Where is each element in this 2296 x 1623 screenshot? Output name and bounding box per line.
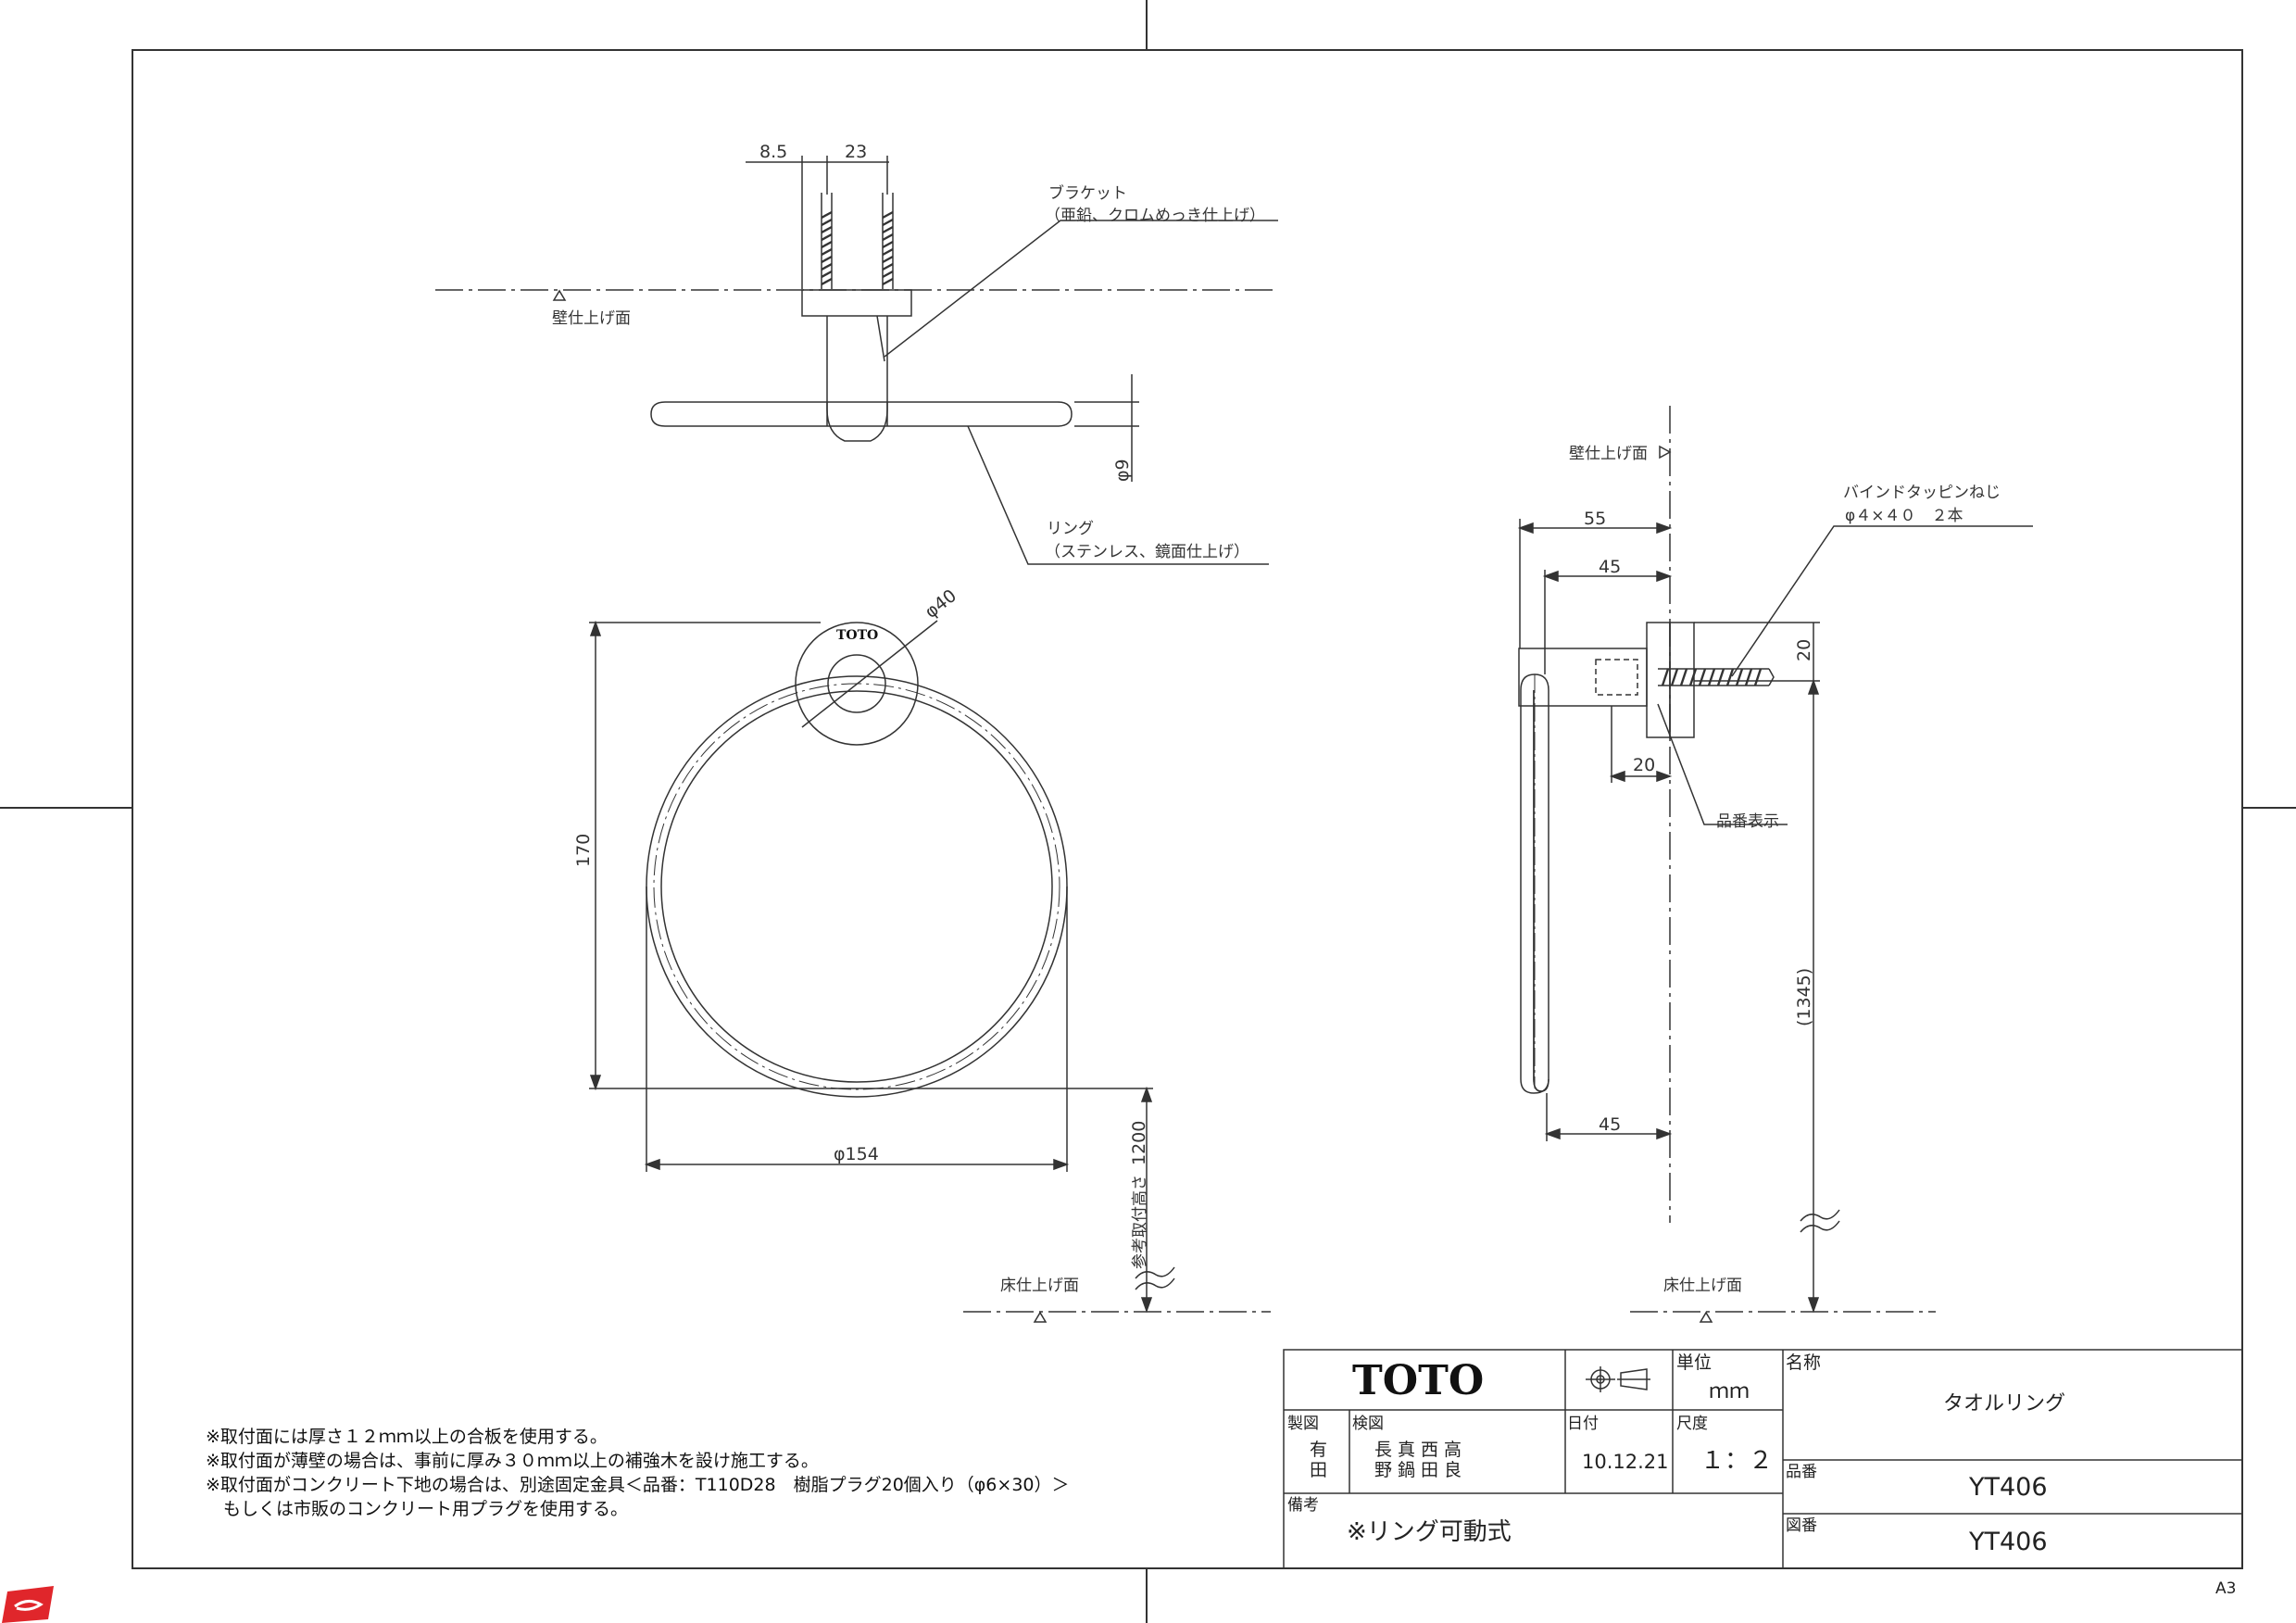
note-2: ※取付面が薄壁の場合は、事前に厚み３０ｍｍ以上の補強木を設け施工する。 [206, 1451, 819, 1471]
side-view [1517, 406, 2033, 1323]
dim-mount-height: 1200 [1129, 1121, 1149, 1165]
ring-material-label: （ステンレス、鏡面仕上げ） [1045, 543, 1249, 561]
note-4: もしくは市販のコンクリート用プラグを使用する。 [206, 1499, 628, 1519]
dim-20-right: 20 [1794, 639, 1814, 661]
bracket-stem [826, 316, 888, 442]
screw-spec: φ４×４０ ２本 [1845, 507, 1963, 525]
dim-1345: (1345) [1794, 968, 1814, 1026]
name-value: タオルリング [1943, 1392, 2065, 1415]
drawn-label: 製図 [1287, 1415, 1319, 1433]
ring-outer [646, 675, 1068, 1098]
flange-outer [795, 622, 919, 746]
flange-logo: TOTO [836, 628, 878, 643]
drawing-no-value: YT406 [1968, 1528, 2048, 1556]
remarks-value: ※リング可動式 [1347, 1518, 1512, 1546]
scale-label: 尺度 [1676, 1415, 1708, 1433]
note-1: ※取付面には厚さ１２ｍｍ以上の合板を使用する。 [206, 1427, 608, 1447]
floor-finish-label-side: 床仕上げ面 [1663, 1277, 1742, 1295]
notes: ※取付面には厚さ１２ｍｍ以上の合板を使用する。 ※取付面が薄壁の場合は、事前に厚… [206, 1427, 1070, 1519]
checked-by-2: 野鍋田良 [1374, 1460, 1467, 1480]
bracket-plate [801, 289, 912, 317]
date-label: 日付 [1567, 1415, 1599, 1433]
drawing-no-label: 図番 [1786, 1516, 1817, 1535]
unit-label: 単位 [1676, 1352, 1712, 1373]
checked-label: 検図 [1352, 1415, 1384, 1433]
flange-inner [827, 654, 886, 713]
dim-height-170: 170 [573, 834, 594, 867]
scale-value: １：２ [1700, 1447, 1773, 1475]
drawn-by-1: 有 [1310, 1440, 1327, 1460]
projection-symbol-icon [1586, 1366, 1650, 1392]
toto-logo: TOTO [1352, 1357, 1484, 1404]
screw-label: バインドタッピンねじ [1843, 484, 2001, 502]
bracket-label: ブラケット [1048, 183, 1127, 203]
dim-20-bottom: 20 [1633, 755, 1655, 775]
sheet-size: A3 [2215, 1579, 2236, 1598]
title-block [1283, 1349, 2243, 1569]
side-arm [1518, 648, 1648, 707]
wall-finish-label-top: 壁仕上げ面 [552, 309, 631, 328]
name-label: 名称 [1786, 1352, 1821, 1373]
remarks-label: 備考 [1287, 1496, 1319, 1515]
unit-value: ｍｍ [1709, 1380, 1750, 1403]
floor-finish-label-front: 床仕上げ面 [1000, 1277, 1079, 1295]
ring-inner [660, 690, 1053, 1083]
front-view [589, 620, 1271, 1323]
ring-rod [650, 401, 1073, 427]
dim-flange-dia: φ40 [922, 585, 960, 623]
dim-55: 55 [1584, 509, 1606, 529]
mount-height-note: 参考取付高さ [1131, 1175, 1149, 1269]
dim-screw-pitch: 23 [845, 142, 867, 162]
date-value: 10.12.21 [1582, 1451, 1669, 1473]
checked-by-1: 長真西高 [1374, 1440, 1467, 1460]
wall-finish-label-side: 壁仕上げ面 [1569, 445, 1648, 463]
note-3: ※取付面がコンクリート下地の場合は、別途固定金具＜品番：T110D28 樹脂プラ… [206, 1475, 1070, 1495]
top-view [435, 156, 1278, 565]
screw-right [882, 193, 894, 289]
dim-screw-offset: 8.5 [759, 142, 787, 162]
dim-ring-outer: φ154 [834, 1144, 879, 1164]
brand-mark-icon [2, 1586, 54, 1623]
part-value: YT406 [1968, 1473, 2048, 1502]
part-mark-label: 品番表示 [1716, 812, 1779, 831]
dim-45-bottom: 45 [1599, 1114, 1621, 1135]
screw-left [821, 193, 833, 289]
part-label: 品番 [1786, 1463, 1817, 1481]
drawn-by-2: 田 [1310, 1460, 1327, 1480]
dim-45-top: 45 [1599, 557, 1621, 577]
ring-label: リング [1047, 520, 1094, 538]
bracket-material-label: （亜鉛、クロムめっき仕上げ） [1045, 207, 1265, 225]
dim-ring-dia: φ9 [1112, 459, 1133, 482]
